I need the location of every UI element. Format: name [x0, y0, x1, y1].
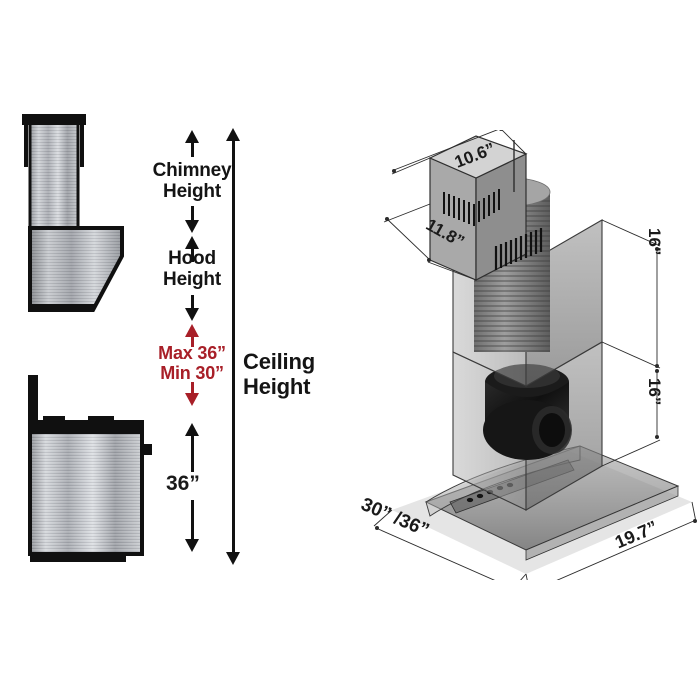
range-side-profile	[28, 375, 152, 562]
chimney-up-arrowhead	[185, 130, 199, 143]
vent-grille-left	[443, 189, 500, 226]
hood-up-arrow-stem	[190, 247, 194, 262]
clearance-label: Max 36” Min 30”	[158, 343, 226, 384]
hood-up-arrowhead	[185, 236, 199, 249]
ceiling-arrow-stem	[231, 139, 235, 553]
counter-up-arrowhead	[185, 423, 199, 436]
counter-up-arrow-stem	[190, 434, 194, 472]
clearance-down-arrowhead	[185, 393, 199, 406]
upper-chimney-height-dimension: 16”	[645, 228, 664, 256]
chimney-up-arrow-stem	[190, 141, 194, 157]
hood-down-arrow-stem	[190, 295, 194, 309]
counter-down-arrow-stem	[190, 500, 194, 540]
ceiling-down-arrowhead	[226, 552, 240, 565]
hood-side-profile	[22, 114, 124, 312]
clearance-down-arrow-stem	[190, 382, 194, 394]
chimney-down-arrow-stem	[190, 206, 194, 221]
clearance-up-arrowhead	[185, 324, 199, 337]
ceiling-height-label: Ceiling Height	[243, 349, 315, 399]
hood-down-arrowhead	[185, 308, 199, 321]
lower-chimney-height-dimension: 16”	[645, 378, 664, 406]
ceiling-up-arrowhead	[226, 128, 240, 141]
clearance-up-arrow-stem	[190, 335, 194, 347]
hood-height-label: Hood Height	[163, 248, 221, 291]
counter-height-label: 36”	[166, 472, 200, 495]
counter-down-arrowhead	[185, 539, 199, 552]
hood-3d-view	[373, 130, 697, 580]
chimney-down-arrowhead	[185, 220, 199, 233]
chimney-height-label: Chimney Height	[152, 160, 232, 203]
vent-grille-right	[494, 228, 543, 270]
